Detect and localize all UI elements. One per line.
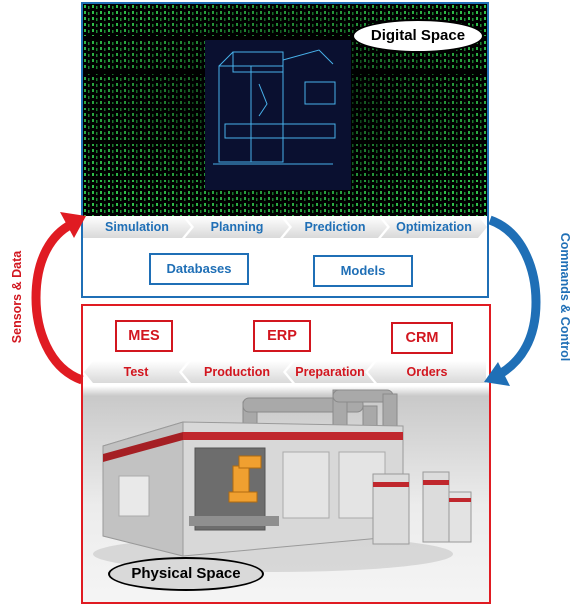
stage-prediction: Prediction xyxy=(283,216,387,238)
stage-planning: Planning xyxy=(185,216,289,238)
sensors-data-arrow xyxy=(31,212,86,385)
stage-simulation: Simulation xyxy=(83,216,191,238)
digital-space-panel: Digital Space Simulation Planning Predic… xyxy=(81,2,489,298)
stage-orders: Orders xyxy=(368,361,486,383)
digital-space-label: Digital Space xyxy=(352,19,484,53)
commands-control-arrow xyxy=(484,215,541,386)
erp-box: ERP xyxy=(253,320,311,352)
physical-space-label: Physical Space xyxy=(108,557,264,591)
stage-preparation: Preparation xyxy=(286,361,374,383)
databases-box: Databases xyxy=(149,253,249,285)
crm-box: CRM xyxy=(391,322,453,354)
physical-space-panel: MES ERP CRM Test Production Preparation … xyxy=(81,304,491,604)
models-box: Models xyxy=(313,255,413,287)
stage-optimization: Optimization xyxy=(381,216,487,238)
physical-process-chevrons: Test Production Preparation Orders xyxy=(84,361,486,383)
stage-production: Production xyxy=(182,361,292,383)
commands-control-label: Commands & Control xyxy=(558,232,570,362)
stage-test: Test xyxy=(84,361,188,383)
sensors-data-label: Sensors & Data xyxy=(10,250,24,344)
digital-process-chevrons: Simulation Planning Prediction Optimizat… xyxy=(83,216,481,238)
mes-box: MES xyxy=(115,320,173,352)
